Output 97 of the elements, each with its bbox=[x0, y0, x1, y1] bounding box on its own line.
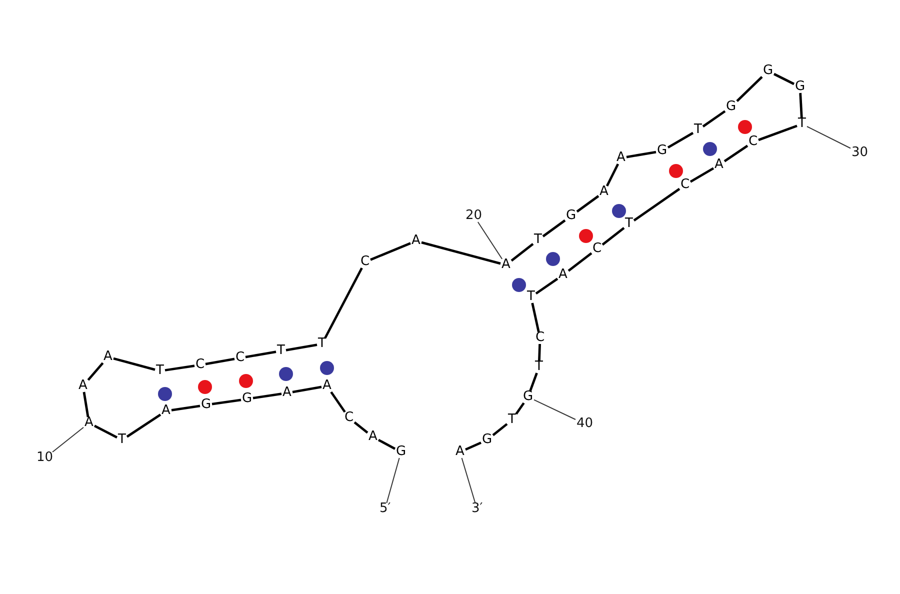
backbone-line bbox=[465, 442, 482, 451]
leader-line bbox=[461, 458, 476, 504]
backbone-line bbox=[378, 438, 396, 450]
position-label: 3′ bbox=[472, 502, 483, 516]
nucleotide-letter: C bbox=[680, 178, 690, 192]
nucleotide-letter: A bbox=[714, 158, 724, 172]
backbone-line bbox=[515, 402, 525, 415]
backbone-line bbox=[94, 424, 118, 438]
nucleotide-letter: T bbox=[535, 360, 543, 374]
nucleotide-letter: T bbox=[277, 344, 285, 358]
backbone-line bbox=[531, 302, 540, 332]
backbone-line bbox=[212, 398, 242, 406]
nucleotide-letter: T bbox=[508, 413, 516, 427]
backbone-line bbox=[324, 267, 363, 339]
nucleotide-letter: A bbox=[456, 445, 464, 459]
nucleotide-letter: C bbox=[196, 358, 205, 372]
backbone-line bbox=[702, 110, 726, 128]
backbone-line bbox=[245, 350, 276, 358]
backbone-line bbox=[510, 242, 534, 262]
nucleotide-letter: C bbox=[236, 351, 245, 365]
nucleotide-letter: T bbox=[318, 337, 326, 351]
nucleotide-letter: A bbox=[368, 430, 378, 444]
backbone-line bbox=[542, 219, 566, 238]
nucleotide-letter: G bbox=[242, 392, 252, 406]
nucleotide-letter: A bbox=[78, 379, 88, 393]
nucleotide-letter: T bbox=[694, 123, 702, 137]
nucleotide-letter: T bbox=[625, 217, 633, 231]
nucleotide-letter: C bbox=[536, 331, 545, 345]
nucleotide-letter: C bbox=[344, 411, 354, 425]
nucleotide-letter: C bbox=[748, 135, 758, 149]
backbone-line bbox=[538, 344, 541, 362]
backbone-line bbox=[576, 195, 600, 213]
nucleotide-letter: T bbox=[798, 117, 806, 131]
nucleotide-letter: G bbox=[523, 390, 534, 404]
nucleotide-letter: T bbox=[118, 433, 126, 447]
nucleotide-letter: T bbox=[527, 290, 535, 304]
backbone-line bbox=[292, 386, 322, 394]
backbone-line bbox=[113, 357, 156, 371]
backbone-line bbox=[286, 344, 318, 352]
nucleotide-letter: G bbox=[482, 433, 492, 447]
backbone-line bbox=[171, 404, 200, 412]
nucleotide-letter: A bbox=[412, 234, 420, 248]
nucleotide-letter: A bbox=[162, 404, 170, 418]
nucleotide-letter: A bbox=[616, 151, 626, 165]
position-label: 10 bbox=[36, 451, 54, 465]
backbone-line bbox=[330, 391, 346, 413]
leader-line bbox=[477, 222, 503, 260]
backbone-line bbox=[370, 242, 411, 261]
backbone-line bbox=[606, 163, 620, 187]
nucleotide-letter: T bbox=[156, 364, 164, 378]
backbone-line bbox=[492, 423, 508, 436]
nucleotide-letter: G bbox=[726, 100, 736, 114]
nucleotide-letter: G bbox=[201, 398, 212, 412]
backbone-line bbox=[421, 241, 501, 265]
nucleotide-letter: T bbox=[534, 233, 542, 247]
nucleotide-letter: G bbox=[795, 80, 806, 94]
backbone-line bbox=[87, 362, 104, 381]
backbone-line bbox=[626, 150, 656, 158]
backbone-line bbox=[529, 372, 538, 392]
position-label: 40 bbox=[576, 417, 594, 431]
nucleotide-letter: C bbox=[360, 255, 370, 269]
nucleotide-letter: G bbox=[763, 64, 774, 78]
nucleotide-letter: G bbox=[566, 209, 576, 223]
position-label: 30 bbox=[852, 146, 868, 160]
nucleotide-letter: A bbox=[84, 416, 94, 430]
position-label: 20 bbox=[466, 209, 482, 223]
backbone-line bbox=[799, 92, 803, 118]
nucleotide-letter: A bbox=[502, 258, 510, 272]
nucleotide-letter: A bbox=[600, 185, 608, 199]
backbone-line bbox=[82, 392, 90, 418]
backbone-line bbox=[736, 76, 763, 102]
leader-line bbox=[386, 458, 400, 504]
leader-line bbox=[806, 126, 851, 149]
leader-line bbox=[534, 399, 576, 420]
backbone-line bbox=[164, 364, 195, 372]
nucleotide-letter: A bbox=[558, 268, 568, 282]
backbone-line bbox=[602, 226, 625, 246]
backbone-line bbox=[773, 72, 795, 86]
nucleotide-letter: A bbox=[104, 350, 112, 364]
nucleotide-letter: A bbox=[322, 379, 332, 393]
backbone-line bbox=[667, 132, 694, 149]
backbone-line bbox=[205, 358, 235, 366]
nucleotide-letter: G bbox=[657, 144, 668, 158]
backbone-line bbox=[535, 278, 558, 295]
position-label: 5′ bbox=[380, 502, 391, 516]
nucleotide-letter: A bbox=[282, 386, 292, 400]
backbone-line bbox=[126, 414, 162, 438]
leader-line bbox=[52, 426, 84, 452]
backbone-line bbox=[724, 144, 748, 162]
backbone-line bbox=[252, 392, 282, 400]
backbone-line bbox=[568, 252, 592, 272]
backbone-line bbox=[354, 421, 368, 434]
nucleotide-letter: G bbox=[396, 445, 406, 459]
nucleotide-letter: C bbox=[592, 242, 602, 256]
backbone-line bbox=[758, 124, 798, 142]
backbone-line bbox=[690, 167, 714, 183]
backbone-line bbox=[633, 188, 680, 222]
